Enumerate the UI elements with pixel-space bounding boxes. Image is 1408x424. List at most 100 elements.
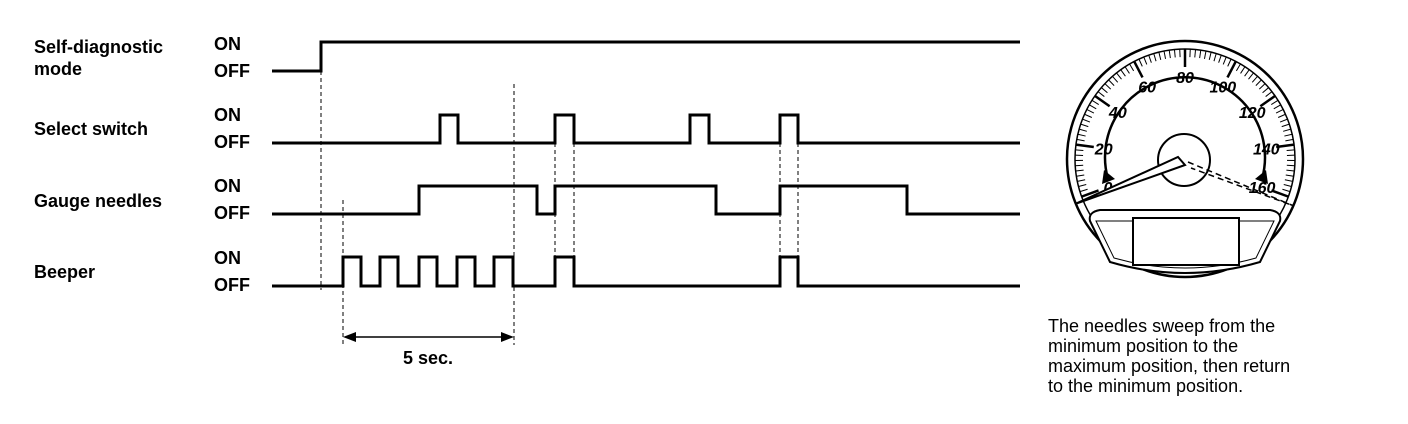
gauge-major-tick	[1259, 94, 1276, 108]
gauge-minor-tick	[1275, 109, 1284, 114]
gauge-minor-tick	[1265, 91, 1273, 97]
gauge-major-tick	[1075, 143, 1094, 149]
signal-name-gauge-needles: Gauge needles	[34, 191, 163, 211]
gauge-minor-tick	[1075, 169, 1084, 172]
off-label: OFF	[214, 203, 250, 223]
caption-line: to the minimum position.	[1048, 376, 1244, 396]
gauge-minor-tick	[1076, 138, 1085, 142]
gauge-minor-tick	[1078, 184, 1087, 188]
sweep-arc	[1103, 76, 1267, 180]
gauge-minor-tick	[1281, 123, 1290, 128]
on-label: ON	[214, 248, 241, 268]
gauge-needles-waveform	[272, 184, 1020, 216]
gauge-minor-tick	[1078, 128, 1087, 132]
gauge-minor-tick	[1284, 133, 1293, 137]
lcd-window	[1132, 217, 1240, 266]
timing-diagram: 5 sec.	[272, 40, 1020, 368]
gauge-minor-tick	[1101, 87, 1108, 94]
gauge-minor-tick	[1255, 79, 1262, 86]
gauge-minor-tick	[1279, 118, 1288, 123]
gauge-major-tick	[1133, 60, 1144, 78]
gauge-minor-tick	[1235, 63, 1241, 72]
gauge-minor-tick	[1273, 104, 1281, 110]
gauge-minor-tick	[1082, 118, 1091, 123]
gauge-minor-tick	[1084, 113, 1093, 118]
gauge-ticks	[1075, 49, 1295, 198]
gauge-scale-label: 160	[1249, 180, 1276, 197]
on-label: ON	[214, 105, 241, 125]
on-label: ON	[214, 176, 241, 196]
gauge-minor-tick	[1262, 87, 1269, 94]
sweep-arrowhead-left	[1102, 170, 1115, 184]
gauge-minor-tick	[1286, 149, 1295, 152]
gauge-minor-tick	[1213, 53, 1217, 62]
gauge-minor-tick	[1097, 91, 1105, 97]
needle-max	[1187, 161, 1295, 207]
sweep-arrowhead-right	[1255, 170, 1268, 184]
speedometer-gauge: 020406080100120140160	[1065, 39, 1305, 279]
gauge-minor-tick	[1227, 58, 1232, 67]
gauge-minor-tick	[1091, 99, 1100, 105]
gauge-minor-tick	[1240, 66, 1246, 74]
caption-line: minimum position to the	[1048, 336, 1239, 356]
gauge-minor-tick	[1163, 50, 1167, 59]
display-panel-inner	[1095, 220, 1275, 269]
gauge-minor-tick	[1203, 50, 1207, 59]
gauge-minor-tick	[1089, 104, 1097, 110]
needle-min	[1074, 155, 1187, 205]
gauge-minor-tick	[1077, 179, 1086, 182]
gauge-caption: The needles sweep from the minimum posit…	[1048, 316, 1388, 396]
gauge-minor-tick	[1244, 69, 1250, 77]
gauge-major-tick	[1081, 189, 1099, 198]
caption-line: The needles sweep from the	[1048, 316, 1276, 336]
gauge-minor-tick	[1129, 63, 1135, 72]
gauge-minor-tick	[1285, 174, 1294, 177]
gauge-minor-tick	[1158, 52, 1162, 61]
gauge-minor-tick	[1258, 83, 1266, 90]
gauge-minor-tick	[1248, 72, 1254, 80]
gauge-minor-tick	[1277, 113, 1286, 118]
off-label: OFF	[214, 132, 250, 152]
beeper-waveform	[272, 255, 1020, 288]
gauge-minor-tick	[1286, 169, 1295, 172]
gauge-minor-tick	[1284, 179, 1293, 182]
gauge-minor-tick	[1153, 53, 1157, 62]
gauge-minor-tick	[1086, 109, 1095, 114]
gauge-scale-label: 20	[1094, 141, 1113, 158]
duration-label: 5 sec.	[403, 348, 453, 368]
gauge-minor-tick	[1173, 49, 1176, 58]
gauge-major-tick	[1226, 60, 1237, 78]
gauge-minor-tick	[1108, 79, 1115, 86]
gauge-minor-tick	[1075, 149, 1084, 152]
on-label: ON	[214, 34, 241, 54]
gauge-minor-tick	[1283, 184, 1292, 188]
gauge-minor-tick	[1124, 66, 1130, 74]
gauge-minor-tick	[1076, 174, 1085, 177]
gauge-minor-tick	[1194, 49, 1197, 58]
gauge-minor-tick	[1208, 52, 1212, 61]
off-label: OFF	[214, 61, 250, 81]
gauge-major-tick	[1276, 143, 1295, 149]
gauge-minor-tick	[1077, 133, 1086, 137]
gauge-minor-tick	[1168, 50, 1171, 59]
gauge-minor-tick	[1251, 75, 1258, 83]
caption-line: maximum position, then return	[1048, 356, 1291, 376]
gauge-minor-tick	[1285, 138, 1294, 142]
self-diagnostic-waveform	[272, 40, 1020, 73]
gauge-minor-tick	[1148, 54, 1152, 63]
gauge-minor-tick	[1080, 123, 1089, 128]
needle-hub	[1157, 133, 1211, 187]
signal-name-select-switch: Select switch	[34, 119, 149, 139]
duration-arrow	[343, 332, 514, 342]
gauge-major-tick	[1271, 189, 1289, 198]
gauge-major-tick	[1094, 94, 1111, 108]
gauge-minor-tick	[1270, 99, 1279, 105]
gauge-minor-tick	[1218, 54, 1222, 63]
gauge-minor-tick	[1222, 56, 1227, 65]
gauge-minor-tick	[1112, 75, 1119, 83]
gauge-minor-tick	[1282, 188, 1291, 193]
select-switch-waveform	[272, 113, 1020, 145]
off-label: OFF	[214, 275, 250, 295]
gauge-minor-tick	[1143, 56, 1148, 65]
signal-name-line: mode	[34, 59, 83, 79]
